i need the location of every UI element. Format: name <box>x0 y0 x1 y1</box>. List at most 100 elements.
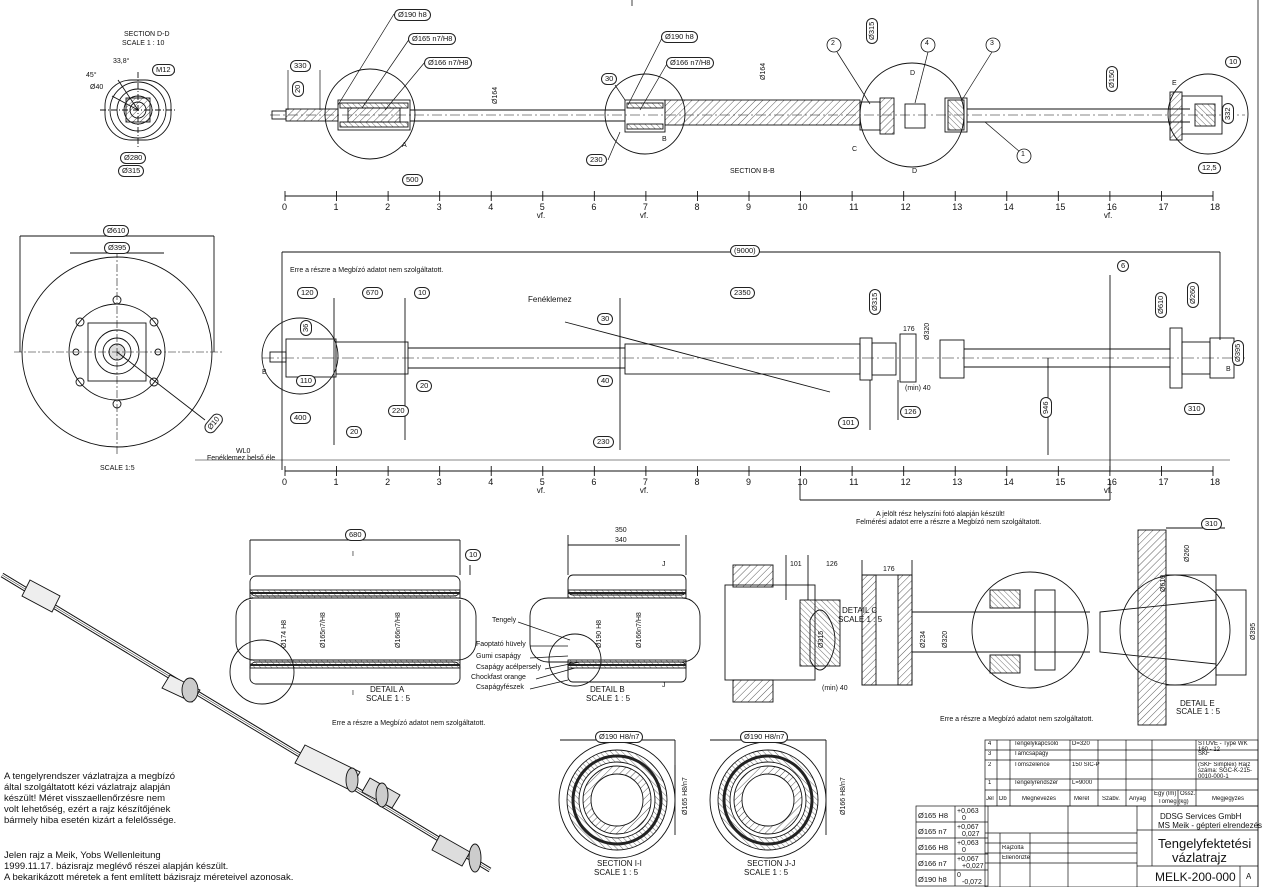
detail-b-scale: SCALE 1 : 5 <box>586 694 631 703</box>
axis-tick-label: 16 <box>1106 477 1117 487</box>
dim-110: 110 <box>296 375 316 387</box>
legend-item: Csapágyfészek <box>476 684 524 691</box>
axis-tick-label: 17 <box>1158 477 1169 487</box>
checked-label: Ellenőrizte <box>1002 855 1031 861</box>
sec-i-top: I <box>352 551 354 558</box>
axis-frame-label: vf. <box>536 486 546 495</box>
bom-cell-spec: 150 SIC-P <box>1072 762 1100 768</box>
dim-350: 350 <box>615 527 627 534</box>
bom-header-cell: Méret <box>1074 796 1090 802</box>
sec-j-top: J <box>662 561 666 568</box>
dim-20-low: 20 <box>346 426 363 438</box>
axis-frame-label: vf. <box>639 211 649 220</box>
axis-tick-label: 16 <box>1106 202 1117 212</box>
dim-126-det: 126 <box>826 561 838 568</box>
dim-d315-mid: Ø315 <box>869 288 881 315</box>
axis-tick-label: 12 <box>900 477 911 487</box>
note-no-data-a: Erre a részre a Megbízó adatot nem szolg… <box>332 720 486 727</box>
bom-header-cell: Jel <box>986 796 994 802</box>
sheet-border <box>631 0 1259 887</box>
dim-40-mid: 40 <box>597 375 614 387</box>
bom-cell-name: Tömszelence <box>1014 762 1050 768</box>
dim-d150: Ø150 <box>1106 65 1118 92</box>
note-photo-1: A jelölt rész helyszíni fotó alapján kés… <box>876 511 1005 518</box>
section-ii-label: SECTION I-I <box>597 859 642 868</box>
detail-e-scale: SCALE 1 : 5 <box>1176 707 1221 716</box>
dim-101-det: 101 <box>790 561 802 568</box>
dim-332: 332 <box>1222 103 1234 124</box>
balloon-2: 2 <box>831 40 835 47</box>
axis-tick-label: 13 <box>952 477 963 487</box>
bom-cell-spec: L=9000 <box>1072 780 1093 786</box>
item-balloons <box>826 37 1032 164</box>
callout-a: A <box>402 142 407 149</box>
dim-d165h8n7: Ø165 H8/n7 <box>682 777 689 815</box>
dim-340: 340 <box>615 537 627 544</box>
note-line-2: 1999.11.17. bázisrajz meglévő részei ala… <box>4 861 229 872</box>
axis-tick-label: 7 <box>642 202 648 212</box>
bom-header-cell: Egy (lm) <box>1154 791 1177 797</box>
axis-tick-label: 2 <box>385 477 391 487</box>
dim-d166n7h8-b: Ø166 n7/H8 <box>666 57 715 69</box>
title-line-2: vázlatrajz <box>1172 850 1227 865</box>
label-b-right: B <box>1226 366 1231 373</box>
axis-tick-label: 0 <box>282 202 288 212</box>
legend-leaders <box>517 621 581 690</box>
axis-tick-label: 12 <box>900 202 911 212</box>
tolerance-label: Ø166 n7 <box>918 859 947 868</box>
dim-d190h8-b: Ø190 h8 <box>661 31 698 43</box>
axis-frame-label: vf. <box>1103 211 1113 220</box>
dim-126-mid: 126 <box>900 406 921 418</box>
dim-20-mid: 20 <box>416 380 433 392</box>
dim-min40-det: (min) 40 <box>822 685 848 692</box>
dim-330: 330 <box>290 60 311 72</box>
section-jj-drawing <box>709 739 827 859</box>
dim-d320-det: Ø320 <box>942 630 949 648</box>
section-dd-scale: SCALE 1 : 10 <box>122 40 165 47</box>
detail-a-scale: SCALE 1 : 5 <box>366 694 411 703</box>
axis-tick-label: 3 <box>436 477 442 487</box>
dim-310-det: 310 <box>1201 518 1222 530</box>
dim-10-top: 10 <box>1225 56 1242 68</box>
axis-tick-label: 4 <box>488 477 494 487</box>
axis-tick-label: 3 <box>436 202 442 212</box>
note-paragraph-1: A tengelyrendszer vázlatrajza a megbízó … <box>4 771 177 826</box>
dim-d174h8: Ø174 H8 <box>281 619 288 648</box>
dim-d165n7h8-det: Ø165n7/H8 <box>320 612 327 648</box>
dim-d315-top: Ø315 <box>866 17 878 44</box>
dim-d395-det: Ø395 <box>1250 622 1257 640</box>
frame-axis-middle <box>284 466 1214 476</box>
sec-j-bottom: J <box>662 682 666 689</box>
detail-c-scale: SCALE 1 : 5 <box>838 615 883 624</box>
section-bb-label: SECTION B-B <box>730 168 775 175</box>
axis-tick-label: 5 <box>539 477 545 487</box>
tolerance-lower: +0,027 <box>962 863 984 870</box>
bom-cell-n: 3 <box>988 751 992 757</box>
tolerance-label: Ø165 H8 <box>918 811 949 820</box>
dim-d164-a: Ø164 <box>492 86 499 104</box>
detail-b-label: DETAIL B <box>590 685 625 694</box>
dim-d190h8-det: Ø190 H8 <box>596 619 603 648</box>
detail-e-label: DETAIL E <box>1180 699 1215 708</box>
dim-d166n7h8-det-b: Ø166n7/H8 <box>636 612 643 648</box>
tolerance-lower: 0 <box>962 815 966 822</box>
legend-item: Gumi csapágy <box>476 653 521 660</box>
title-company-2: MS Meik - gépteri elrendezés <box>1158 821 1263 830</box>
section-dd-title: SECTION D-D <box>124 31 170 38</box>
axis-tick-label: 6 <box>591 202 597 212</box>
axis-frame-label: vf. <box>639 486 649 495</box>
dim-36: 36 <box>300 319 312 336</box>
balloon-1: 1 <box>1021 151 1025 158</box>
detail-c-drawing <box>724 555 1090 703</box>
bom-cell-name: Tengelyrendszer <box>1014 780 1059 786</box>
dim-230-mid: 230 <box>593 436 614 448</box>
dim-d610-mid: Ø610 <box>1155 291 1167 318</box>
callout-b: B <box>662 136 667 143</box>
dim-d260-mid: Ø260 <box>1187 281 1199 308</box>
axis-tick-label: 9 <box>746 202 752 212</box>
legend-item: Csapágy acélpersely <box>476 664 541 671</box>
frame-axis-top <box>284 191 1214 201</box>
sec-i-bottom: I <box>352 690 354 697</box>
dim-2350: 2350 <box>730 287 755 299</box>
